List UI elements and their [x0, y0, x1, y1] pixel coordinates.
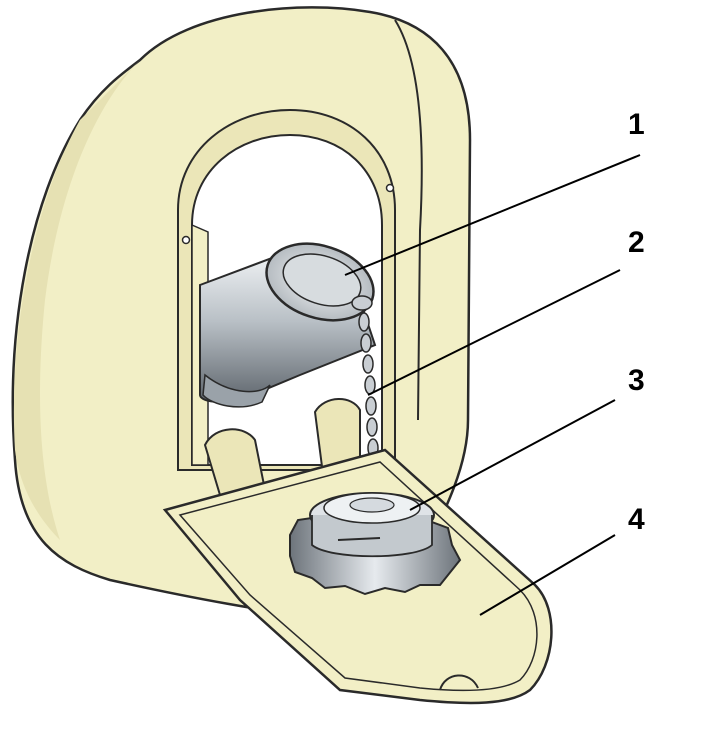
- housing-shadow: [13, 60, 140, 540]
- screw-right: [385, 183, 395, 193]
- screw-left: [181, 235, 191, 245]
- callout-2: 2: [628, 226, 645, 259]
- filler-flap-lip: [178, 461, 538, 692]
- callout-1: 1: [628, 108, 645, 141]
- callout-4: 4: [628, 503, 645, 536]
- leader-line-3: [409, 399, 616, 511]
- filler-pipe-band: [202, 373, 271, 408]
- pipe-mouth-inner: [282, 253, 362, 307]
- leader-line-2: [367, 269, 621, 396]
- leader-line-4: [479, 534, 616, 616]
- housing-edge-line: [394, 19, 423, 421]
- flap-finger-notch: [439, 674, 479, 691]
- callout-3: 3: [628, 364, 645, 397]
- fuel-cap: [289, 492, 462, 596]
- leader-line-1: [344, 154, 641, 276]
